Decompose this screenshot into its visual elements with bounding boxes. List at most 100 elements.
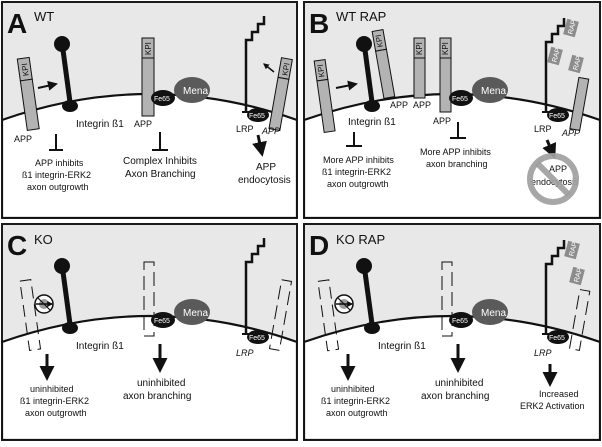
panel-b-integrin-label: Integrin ß1 — [348, 117, 396, 128]
panel-c-app-ghost-mid — [143, 261, 155, 337]
panel-c-blocked-arrow-icon — [34, 294, 54, 314]
panel-a-fe65 — [151, 90, 175, 106]
panel-a-app-left: KPI — [16, 56, 40, 131]
panel-c-note-mid-2: axon branching — [123, 391, 191, 402]
panel-b-app-3: KPI — [413, 37, 426, 99]
panel-c-mena — [174, 299, 210, 325]
panel-a-letter: A — [7, 8, 27, 39]
panel-b-kpi-1: KPI — [316, 64, 327, 78]
panel-c-fe65-lrp-label: Fe65 — [249, 335, 265, 342]
panel-a-app-label-left: APP — [14, 134, 32, 144]
panel-a-title: WT — [34, 9, 54, 24]
panel-d-note-left-2: ß1 integrin-ERK2 — [321, 396, 390, 406]
panel-a-kpi-3: KPI — [281, 62, 292, 76]
panel-c-fe65-lrp — [247, 330, 269, 344]
panel-b-integrin — [356, 36, 380, 112]
panel-c-fe65 — [151, 312, 175, 328]
panel-b-rap-3: RAP — [568, 54, 584, 74]
panel-a-arrow-endocytosis — [252, 134, 267, 157]
panel-c-note-left-3: axon outgrowth — [25, 408, 87, 418]
panel-b-app-label-2: APP — [413, 100, 431, 110]
panel-b-note-left-3: axon outgrowth — [327, 179, 389, 189]
panel-c-note-left-1: uninhibited — [30, 384, 74, 394]
panel-d-lrp-label: LRP — [534, 348, 552, 358]
panel-b-rap-1-label: RAP — [568, 19, 579, 35]
panel-d-rap-2: RAP — [569, 266, 585, 286]
panel-a-kpi-2: KPI — [144, 42, 153, 55]
panel-b-note-right-1: APP — [549, 164, 567, 174]
panel-b-note-left-2: ß1 integrin-ERK2 — [322, 167, 391, 177]
panel-d-note-left-1: uninhibited — [331, 384, 375, 394]
panel-b-app-4: KPI — [439, 37, 452, 113]
panel-c-note-left-2: ß1 integrin-ERK2 — [20, 396, 89, 406]
panel-c-lrp — [244, 238, 266, 334]
panel-b-lrp-label: LRP — [534, 124, 552, 134]
panel-a-fe65-lrp — [247, 108, 269, 122]
panel-c-fe65-label: Fe65 — [154, 318, 170, 325]
panel-a-mena-label: Mena — [183, 86, 208, 97]
panel-b-mena — [472, 77, 508, 103]
panel-b-app-right — [569, 76, 590, 131]
panel-d-letter: D — [309, 230, 329, 261]
panel-a-arrow-small — [263, 63, 275, 73]
panel-a-note-right-2: endocytosis — [238, 175, 291, 186]
panel-b-kpi-3: KPI — [415, 42, 424, 55]
panel-a-lrp-label: LRP — [236, 124, 254, 134]
panel-b-title: WT RAP — [336, 9, 386, 24]
panel-c-mena-label: Mena — [183, 308, 208, 319]
panel-d-fe65-lrp-label: Fe65 — [549, 335, 565, 342]
panel-a-note-left-1: APP inhibits — [35, 158, 84, 168]
panel-d-rap-1-label: RAP — [569, 241, 580, 257]
panel-d-note-right-2: ERK2 Activation — [520, 401, 585, 411]
panel-b-letter: B — [309, 8, 329, 39]
panel-b-note-left-1: More APP inhibits — [323, 155, 394, 165]
panel-b-app-label-1: APP — [390, 100, 408, 110]
panel-a-kpi-1: KPI — [20, 63, 31, 77]
panel-b-rap-1: RAP — [563, 18, 579, 38]
panel-d-fe65 — [449, 312, 473, 328]
panel-d-app-ghost-mid — [441, 261, 453, 337]
panel-a: A WT KPI APP Integrin ß1 APP inhibits ß1… — [1, 1, 298, 219]
panel-c-integrin-label: Integrin ß1 — [76, 341, 124, 352]
panel-a-note-mid-2: Axon Branching — [125, 169, 196, 180]
panel-a-note-left-3: axon outgrowth — [27, 182, 89, 192]
panel-a-note-left-2: ß1 integrin-ERK2 — [22, 170, 91, 180]
panel-d-fe65-label: Fe65 — [452, 318, 468, 325]
panel-c-membrane — [2, 314, 297, 440]
panel-b-app-label-3: APP — [433, 116, 451, 126]
panel-d-rap-2-label: RAP — [574, 267, 585, 283]
panel-d-app-ghost-left — [317, 279, 340, 352]
panel-b-note-mid-2: axon branching — [426, 159, 488, 169]
panel-c-lrp-label: LRP — [236, 348, 254, 358]
panel-d-fe65-lrp — [547, 330, 569, 344]
panel-c-app-ghost-right — [268, 279, 293, 351]
panel-d-mena — [472, 299, 508, 325]
panel-d-note-left-3: axon outgrowth — [326, 408, 388, 418]
panel-a-lrp — [244, 16, 266, 112]
panel-b-rap-2-label: RAP — [552, 47, 563, 63]
panel-a-app-label-right: APP — [261, 126, 280, 136]
panel-b-arrow-binding — [335, 80, 358, 91]
panel-c-title: KO — [34, 232, 53, 247]
panel-b-app-2: KPI — [371, 28, 396, 100]
panel-a-integrin — [54, 36, 78, 112]
panel-a-note-right-1: APP — [256, 162, 276, 173]
panel-a-fe65-label: Fe65 — [154, 96, 170, 103]
panel-d-blocked-arrow-icon — [334, 294, 354, 314]
panel-b-rap-2: RAP — [547, 46, 563, 66]
panel-c-integrin — [54, 258, 78, 334]
panel-a-app-right: KPI — [268, 57, 293, 132]
panel-b-app-label-right: APP — [561, 128, 580, 138]
panel-b-mena-label: Mena — [481, 86, 506, 97]
panel-b-fe65 — [449, 90, 473, 106]
panel-c: C KO Integrin ß1 uninhibited ß1 integrin… — [1, 223, 298, 441]
panel-b-fe65-label: Fe65 — [452, 96, 468, 103]
panel-a-mena — [174, 77, 210, 103]
panel-a-note-mid-1: Complex Inhibits — [123, 156, 197, 167]
panel-d-lrp — [544, 240, 566, 334]
panel-b-rap-3-label: RAP — [573, 55, 584, 71]
panel-d-integrin-label: Integrin ß1 — [378, 341, 426, 352]
panel-a-fe65-lrp-label: Fe65 — [249, 113, 265, 120]
panel-d-mena-label: Mena — [481, 308, 506, 319]
